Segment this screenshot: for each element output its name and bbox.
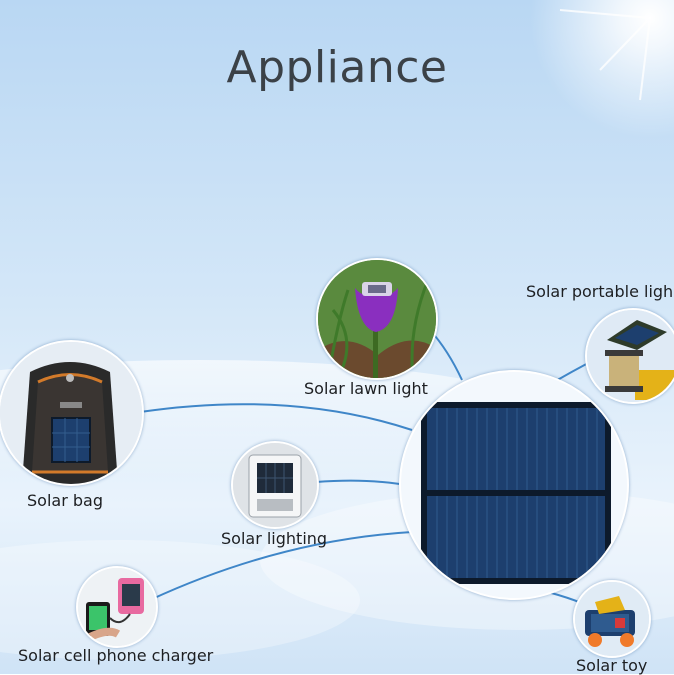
phone-charger-circle xyxy=(76,566,158,648)
toy-label: Solar toy xyxy=(576,656,648,675)
tulip-lawn-light-icon xyxy=(318,260,436,378)
toy-circle xyxy=(573,580,651,658)
toy-car-icon xyxy=(575,582,649,656)
lighting-label: Solar lighting xyxy=(221,529,328,548)
solar-panel-icon xyxy=(421,402,611,584)
bag-circle xyxy=(0,340,144,486)
bag-label: Solar bag xyxy=(27,491,103,510)
wall-light-icon xyxy=(233,443,317,527)
portable-light-label: Solar portable ligh xyxy=(526,282,674,301)
portable-lantern-icon xyxy=(587,310,674,402)
lighting-circle xyxy=(231,441,319,529)
lawn-light-circle xyxy=(316,258,438,380)
portable-light-circle xyxy=(585,308,674,404)
phone-charger-icon xyxy=(78,568,156,646)
page-title: Appliance xyxy=(226,42,448,93)
backpack-with-panel-icon xyxy=(0,342,142,484)
solar-panel-circle xyxy=(399,370,629,600)
phone-charger-label: Solar cell phone charger xyxy=(18,646,214,665)
lawn-light-label: Solar lawn light xyxy=(304,379,428,398)
